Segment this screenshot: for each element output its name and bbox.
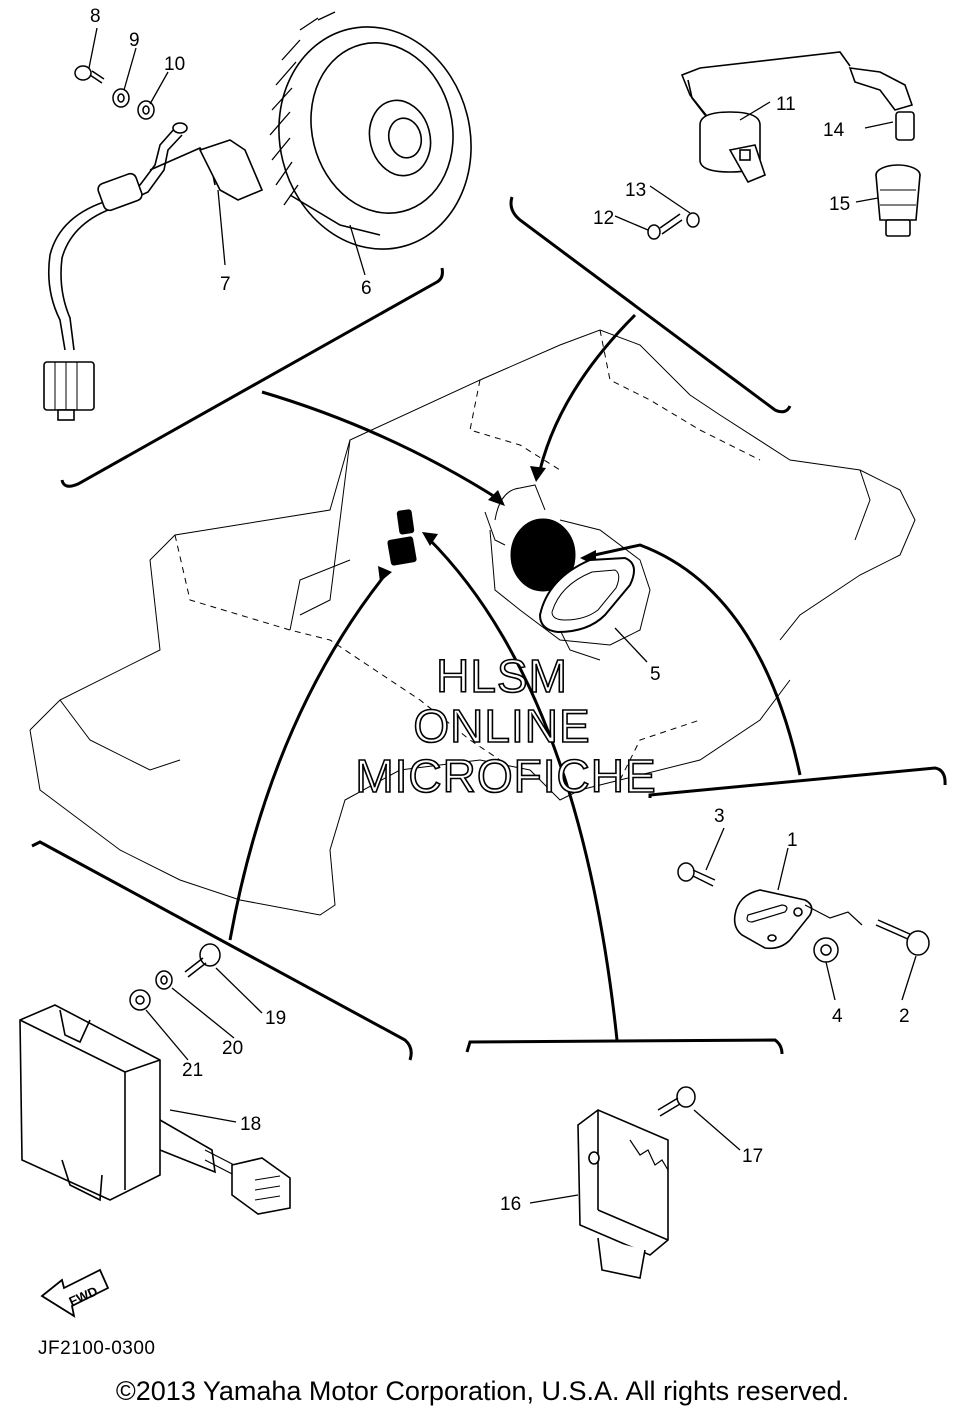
leader-bracket-plate bbox=[589, 543, 802, 776]
bracket-top-right bbox=[509, 196, 792, 414]
leader-generator bbox=[261, 390, 501, 502]
bracket-right bbox=[648, 766, 947, 798]
bolt-part-2 bbox=[875, 919, 930, 956]
connector-blocks bbox=[387, 509, 417, 566]
callout-8: 8 bbox=[90, 6, 101, 27]
bracket-bottom-middle bbox=[465, 1038, 784, 1055]
nut-part-10 bbox=[137, 100, 155, 120]
callout-2: 2 bbox=[899, 1006, 910, 1027]
callout-10: 10 bbox=[164, 54, 185, 75]
diagram-code: JF2100-0300 bbox=[38, 1338, 156, 1359]
spark-plug-cap-part-14 bbox=[848, 67, 915, 141]
flywheel-part-6 bbox=[269, 11, 472, 250]
machine-body-outline bbox=[29, 329, 916, 916]
leader-lines bbox=[31, 196, 947, 1061]
callout-19: 19 bbox=[265, 1008, 286, 1029]
pickup-coil-part-7 bbox=[43, 122, 264, 421]
ignition-coil-part-11 bbox=[680, 51, 851, 184]
callout-7: 7 bbox=[220, 274, 231, 295]
callout-9: 9 bbox=[129, 30, 140, 51]
leader-ignition-coil bbox=[538, 313, 637, 471]
cdi-unit-part-18 bbox=[19, 1004, 291, 1215]
leader-cdi-unit bbox=[228, 574, 387, 941]
watermark-line-1: HLSM bbox=[436, 650, 568, 702]
callout-18: 18 bbox=[240, 1114, 261, 1135]
washer-part-20 bbox=[155, 970, 173, 990]
washer-part-9 bbox=[112, 88, 130, 108]
engine-cluster bbox=[484, 484, 651, 646]
wire-harness-center bbox=[494, 484, 546, 521]
plug-cap-part-15 bbox=[875, 164, 921, 237]
callout-14: 14 bbox=[823, 120, 845, 141]
nut-part-4 bbox=[813, 937, 839, 963]
callout-12: 12 bbox=[593, 208, 614, 229]
bolt-part-8 bbox=[74, 65, 105, 84]
bolt-part-3 bbox=[677, 862, 716, 887]
washer-part-13 bbox=[686, 212, 700, 228]
fwd-arrow-icon: FWD bbox=[40, 1268, 110, 1318]
callout-13: 13 bbox=[625, 180, 646, 201]
bracket-top-left bbox=[60, 267, 444, 488]
rectifier-part-16 bbox=[577, 1109, 669, 1279]
callout-15: 15 bbox=[829, 194, 850, 215]
bracket-plate-part-5 bbox=[538, 556, 635, 634]
callout-11: 11 bbox=[776, 94, 796, 115]
callout-5: 5 bbox=[650, 664, 661, 685]
washer-part-21 bbox=[129, 989, 151, 1011]
screw-part-12 bbox=[647, 213, 683, 240]
callout-leaders bbox=[88, 27, 917, 1204]
bracket-part-1 bbox=[733, 889, 863, 950]
leader-rectifier bbox=[426, 536, 619, 1041]
bolt-part-19 bbox=[184, 943, 221, 978]
copyright-notice: ©2013 Yamaha Motor Corporation, U.S.A. A… bbox=[115, 1376, 850, 1406]
callout-21: 21 bbox=[182, 1060, 203, 1081]
generator-rotor-installed bbox=[510, 518, 576, 592]
callout-20: 20 bbox=[222, 1038, 243, 1059]
callout-17: 17 bbox=[742, 1146, 763, 1167]
bolt-part-17 bbox=[657, 1086, 696, 1117]
callout-1: 1 bbox=[787, 830, 798, 851]
callout-3: 3 bbox=[714, 806, 725, 827]
watermark-line-3: MICROFICHE bbox=[355, 750, 656, 802]
watermark: HLSM ONLINE MICROFICHE bbox=[355, 649, 657, 803]
callout-4: 4 bbox=[832, 1006, 843, 1027]
bracket-bottom-left bbox=[31, 840, 413, 1061]
callout-16: 16 bbox=[500, 1194, 521, 1215]
watermark-line-2: ONLINE bbox=[413, 700, 590, 752]
callout-numbers: 1 2 3 4 5 6 7 8 9 10 11 12 13 14 15 16 1… bbox=[90, 6, 910, 1215]
callout-6: 6 bbox=[361, 278, 372, 299]
